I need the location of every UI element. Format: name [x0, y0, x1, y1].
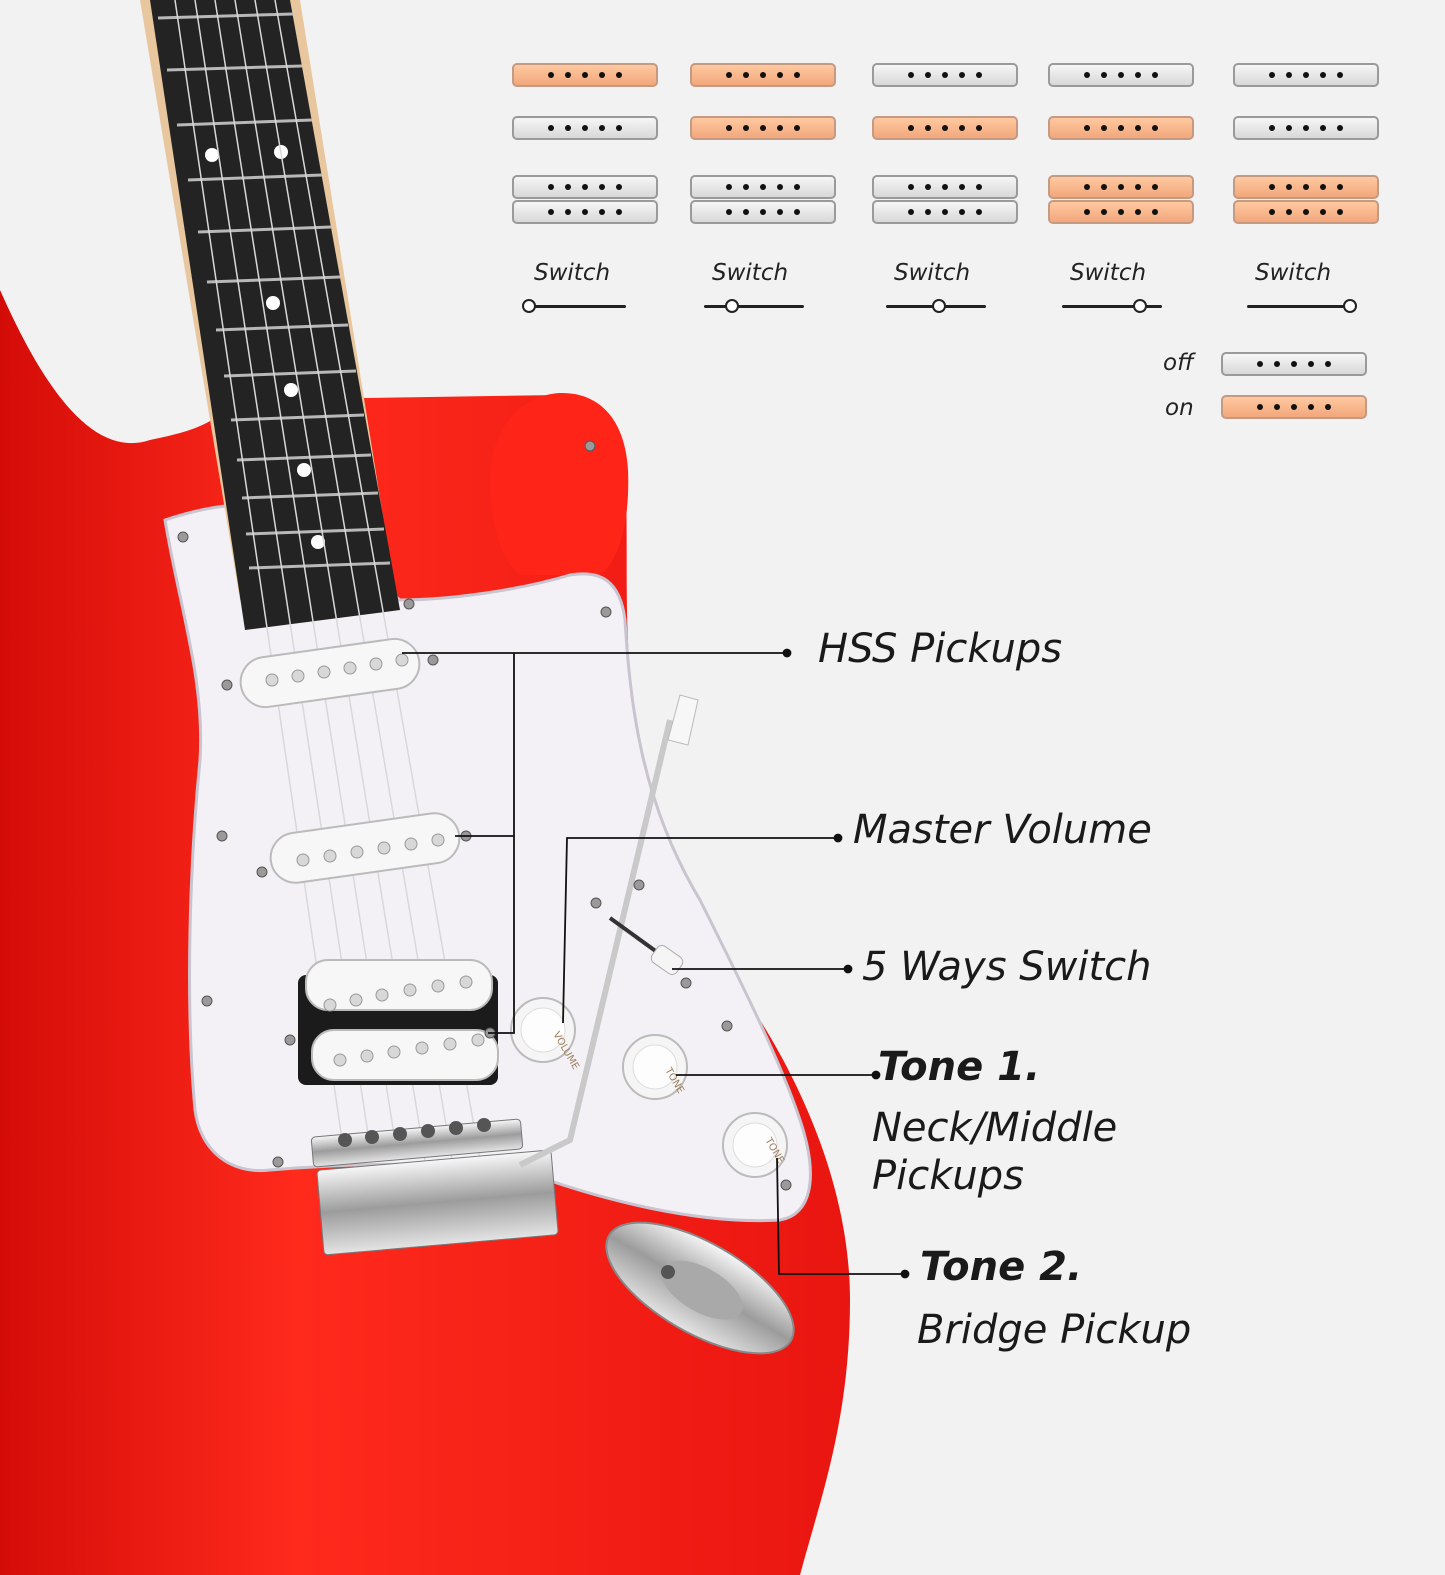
- middle-pickup: [269, 812, 461, 884]
- switch-pos1-label: Switch: [534, 260, 611, 286]
- switch-pos4-bridge-coil-1: [1048, 175, 1194, 199]
- tremolo-arm: [518, 719, 673, 1168]
- switch-pos2-label: Switch: [712, 260, 789, 286]
- switch-pos2-bridge-coil-2: [690, 200, 836, 224]
- tone1-title: Tone 1.: [878, 1044, 1041, 1090]
- switch-pos3-neck-pickup: [872, 63, 1018, 87]
- switch-pos5-bridge-coil-1: [1233, 175, 1379, 199]
- switch-pos5-label: Switch: [1255, 260, 1332, 286]
- frets: [157, 12, 391, 570]
- switch-pos1-bridge-coil-1: [512, 175, 658, 199]
- tone2-knob: TONE: [722, 1112, 788, 1178]
- switch-pos5-neck-pickup: [1233, 63, 1379, 87]
- bridge-humbucker: [298, 959, 499, 1085]
- switch-pos3-bridge-coil-2: [872, 200, 1018, 224]
- hss-pickups-label: HSS Pickups: [818, 626, 1063, 672]
- switch-pos4-neck-pickup: [1048, 63, 1194, 87]
- tone1-knob: TONE: [622, 1034, 688, 1100]
- switch-pos1-bridge-coil-2: [512, 200, 658, 224]
- switch-pos1-slider: [522, 299, 536, 313]
- switch-pos2-slider: [725, 299, 739, 313]
- tremolo-arm-tip: [667, 694, 699, 746]
- switch-pos2-middle-pickup: [690, 116, 836, 140]
- switch-pos1-neck-pickup: [512, 63, 658, 87]
- tone1-desc-line2: Pickups: [872, 1153, 1024, 1199]
- pickguard-screws: [177, 440, 792, 1191]
- switch-pos2-bridge-coil-1: [690, 175, 836, 199]
- legend-off-pickup: [1221, 352, 1367, 376]
- volume-knob: VOLUME: [510, 997, 581, 1072]
- upper-horn: [490, 392, 629, 575]
- switch-pos4-track: [1062, 305, 1162, 308]
- switch-pos2-neck-pickup: [690, 63, 836, 87]
- switch-pos4-label: Switch: [1070, 260, 1147, 286]
- switch-pos3-slider: [932, 299, 946, 313]
- switch-pos3-bridge-coil-1: [872, 175, 1018, 199]
- switch-pos4-slider: [1133, 299, 1147, 313]
- switch-pos5-slider: [1343, 299, 1357, 313]
- five-way-switch-label: 5 Ways Switch: [862, 944, 1152, 990]
- switch-pos5-track: [1247, 305, 1347, 308]
- switch-pos4-bridge-coil-2: [1048, 200, 1194, 224]
- switch-pos5-middle-pickup: [1233, 116, 1379, 140]
- switch-pos2-track: [704, 305, 804, 308]
- tone2-title: Tone 2.: [920, 1244, 1083, 1290]
- switch-pos1-track: [526, 305, 626, 308]
- legend-on-pickup: [1221, 395, 1367, 419]
- master-volume-label: Master Volume: [853, 807, 1152, 853]
- switch-pos5-bridge-coil-2: [1233, 200, 1379, 224]
- callout-lines: [402, 648, 910, 1279]
- legend-off-label: off: [1163, 350, 1194, 376]
- switch-pos3-middle-pickup: [872, 116, 1018, 140]
- tremolo-bridge: [310, 1118, 559, 1256]
- fret-inlays: [205, 145, 325, 549]
- switch-pos4-middle-pickup: [1048, 116, 1194, 140]
- legend-on-label: on: [1165, 395, 1194, 421]
- tone2-desc: Bridge Pickup: [917, 1307, 1192, 1353]
- tone1-desc-line1: Neck/Middle: [872, 1105, 1118, 1151]
- switch-pos1-middle-pickup: [512, 116, 658, 140]
- switch-pos3-label: Switch: [894, 260, 971, 286]
- output-jack: [605, 1221, 795, 1355]
- neck-pickup: [239, 637, 421, 709]
